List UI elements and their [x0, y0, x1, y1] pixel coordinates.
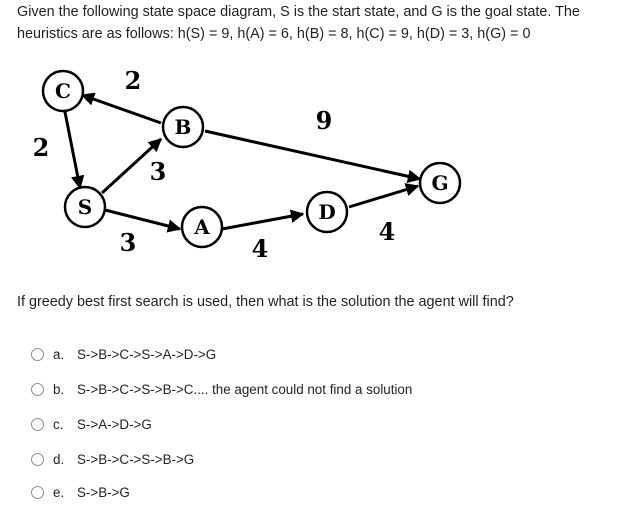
node-a-label: A — [193, 215, 210, 239]
weight-s-a: 3 — [120, 228, 137, 257]
option-a[interactable]: a. S->B->C->S->A->D->G — [31, 345, 216, 363]
node-d-label: D — [318, 200, 335, 224]
weight-c-s: 2 — [33, 133, 50, 162]
weight-b-g: 9 — [316, 106, 333, 135]
option-text: S->A->D->G — [77, 416, 152, 432]
option-d[interactable]: d. S->B->C->S->B->G — [31, 450, 194, 468]
node-d: D — [305, 190, 349, 234]
node-c: C — [41, 69, 85, 113]
option-letter: b. — [53, 381, 65, 397]
weight-d-g: 4 — [379, 217, 396, 246]
node-c-label: C — [55, 79, 71, 103]
option-text: S->B->C->S->A->D->G — [77, 346, 217, 362]
node-s-label: S — [78, 195, 92, 219]
node-s: S — [63, 185, 107, 229]
radio-button[interactable] — [31, 347, 44, 361]
weight-b-c: 2 — [125, 66, 142, 95]
state-space-diagram: C B S A D G 2 2 3 3 4 9 4 — [33, 66, 462, 263]
radio-button[interactable] — [31, 382, 44, 396]
edge-a-d — [221, 209, 305, 231]
option-letter: a. — [53, 346, 65, 362]
node-g: G — [418, 161, 462, 205]
radio-button[interactable] — [31, 485, 44, 499]
weight-s-b: 3 — [150, 157, 167, 186]
option-b[interactable]: b. S->B->C->S->B->C.... the agent could … — [31, 380, 412, 398]
option-text: S->B->C->S->B->C.... the agent could not… — [77, 381, 413, 397]
option-e[interactable]: e. S->B->G — [31, 483, 130, 501]
edge-c-s — [62, 106, 85, 190]
question-line-1: Given the following state space diagram,… — [17, 4, 580, 20]
edge-s-b — [100, 137, 163, 195]
option-text: S->B->G — [77, 484, 130, 500]
option-letter: d. — [53, 451, 65, 467]
radio-button[interactable] — [31, 417, 44, 431]
followup-question: If greedy best first search is used, the… — [17, 294, 514, 310]
question-line-2: heuristics are as follows: h(S) = 9, h(A… — [17, 26, 531, 42]
option-letter: e. — [53, 484, 65, 500]
node-a: A — [180, 205, 224, 249]
weight-a-d: 4 — [252, 234, 269, 263]
question-text: Given the following state space diagram,… — [17, 1, 625, 45]
radio-button[interactable] — [31, 452, 44, 466]
edge-b-c — [80, 92, 162, 125]
option-text: S->B->C->S->B->G — [77, 451, 195, 467]
option-c[interactable]: c. S->A->D->G — [31, 415, 152, 433]
edge-s-a — [104, 208, 182, 233]
node-b-label: B — [175, 115, 192, 139]
edge-b-g — [204, 129, 422, 183]
edge-d-g — [348, 183, 420, 209]
node-g-label: G — [431, 171, 448, 195]
node-b: B — [161, 105, 205, 149]
option-letter: c. — [53, 416, 64, 432]
